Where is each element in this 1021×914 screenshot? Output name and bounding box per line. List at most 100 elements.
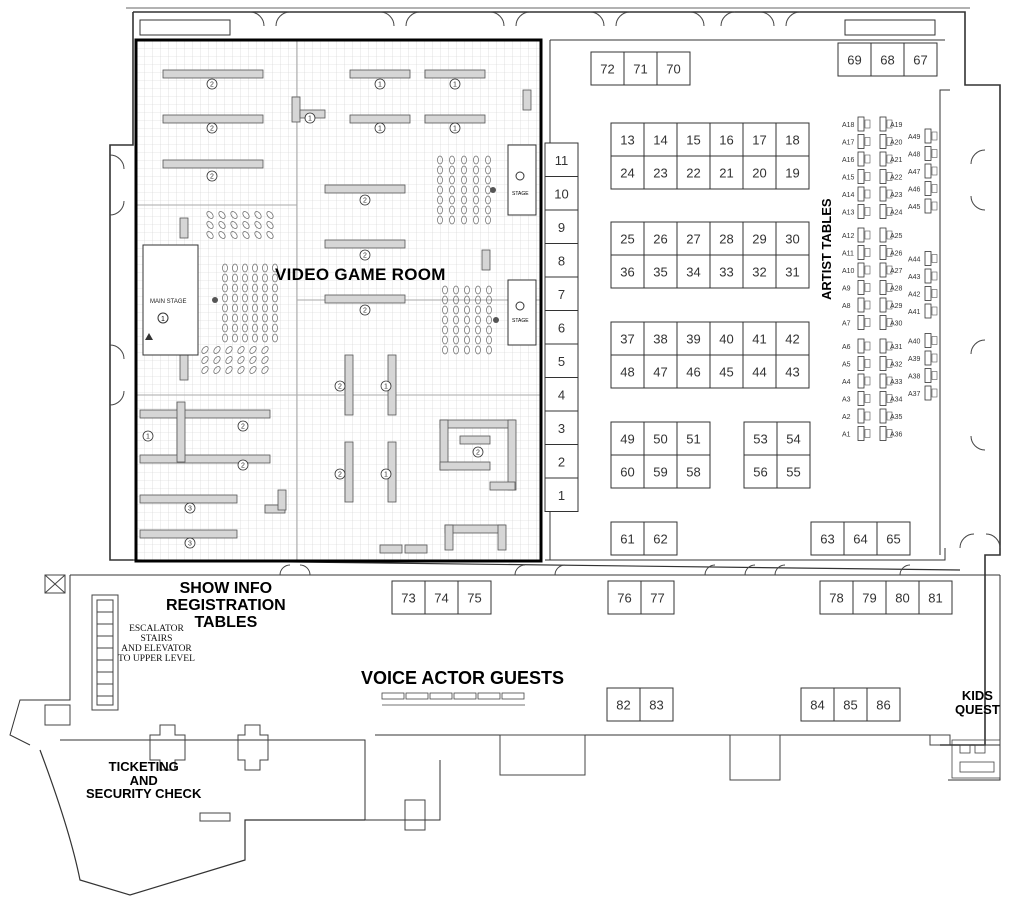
booth-85[interactable]: 85 xyxy=(833,687,868,722)
booth-6[interactable]: 6 xyxy=(544,310,579,345)
booth-25[interactable]: 25 xyxy=(610,221,645,256)
artist-table-A32[interactable]: A32 xyxy=(879,356,903,371)
artist-table-A18[interactable]: A18 xyxy=(842,116,871,132)
artist-table-A45[interactable]: A45 xyxy=(908,198,938,214)
booth-18[interactable]: 18 xyxy=(775,122,810,157)
booth-34[interactable]: 34 xyxy=(676,254,711,289)
booth-50[interactable]: 50 xyxy=(643,421,678,456)
artist-table-A20[interactable]: A20 xyxy=(879,134,903,149)
booth-47[interactable]: 47 xyxy=(643,354,678,389)
booth-51[interactable]: 51 xyxy=(676,421,711,456)
booth-83[interactable]: 83 xyxy=(639,687,674,722)
booth-46[interactable]: 46 xyxy=(676,354,711,389)
booth-69[interactable]: 69 xyxy=(837,42,872,77)
artist-table-A41[interactable]: A41 xyxy=(908,303,938,319)
booth-72[interactable]: 72 xyxy=(590,51,625,86)
booth-55[interactable]: 55 xyxy=(776,454,811,489)
artist-table-A46[interactable]: A46 xyxy=(908,181,938,196)
artist-table-A42[interactable]: A42 xyxy=(908,286,938,301)
artist-table-A6[interactable]: A6 xyxy=(842,338,871,354)
booth-63[interactable]: 63 xyxy=(810,521,845,556)
artist-table-A31[interactable]: A31 xyxy=(879,338,903,354)
artist-table-A24[interactable]: A24 xyxy=(879,204,903,219)
booth-84[interactable]: 84 xyxy=(800,687,835,722)
booth-36[interactable]: 36 xyxy=(610,254,645,289)
booth-10[interactable]: 10 xyxy=(544,176,579,211)
booth-59[interactable]: 59 xyxy=(643,454,678,489)
booth-75[interactable]: 75 xyxy=(457,580,492,615)
artist-table-A8[interactable]: A8 xyxy=(842,297,871,313)
booth-54[interactable]: 54 xyxy=(776,421,811,456)
artist-table-A17[interactable]: A17 xyxy=(842,134,871,149)
booth-33[interactable]: 33 xyxy=(709,254,744,289)
artist-table-A28[interactable]: A28 xyxy=(879,280,903,295)
booth-79[interactable]: 79 xyxy=(852,580,887,615)
artist-table-A12[interactable]: A12 xyxy=(842,227,871,243)
artist-table-A49[interactable]: A49 xyxy=(908,128,938,144)
booth-76[interactable]: 76 xyxy=(607,580,642,615)
booth-56[interactable]: 56 xyxy=(743,454,778,489)
artist-table-A38[interactable]: A38 xyxy=(908,368,938,383)
booth-16[interactable]: 16 xyxy=(709,122,744,157)
booth-80[interactable]: 80 xyxy=(885,580,920,615)
artist-table-A36[interactable]: A36 xyxy=(879,426,903,441)
booth-68[interactable]: 68 xyxy=(870,42,905,77)
booth-82[interactable]: 82 xyxy=(606,687,641,722)
booth-39[interactable]: 39 xyxy=(676,321,711,356)
booth-78[interactable]: 78 xyxy=(819,580,854,615)
booth-13[interactable]: 13 xyxy=(610,122,645,157)
artist-table-A27[interactable]: A27 xyxy=(879,262,903,278)
artist-table-A5[interactable]: A5 xyxy=(842,356,871,371)
booth-4[interactable]: 4 xyxy=(544,377,579,412)
booth-3[interactable]: 3 xyxy=(544,410,579,445)
booth-30[interactable]: 30 xyxy=(775,221,810,256)
booth-29[interactable]: 29 xyxy=(742,221,777,256)
artist-table-A2[interactable]: A2 xyxy=(842,408,871,424)
booth-41[interactable]: 41 xyxy=(742,321,777,356)
booth-61[interactable]: 61 xyxy=(610,521,645,556)
booth-49[interactable]: 49 xyxy=(610,421,645,456)
booth-26[interactable]: 26 xyxy=(643,221,678,256)
booth-9[interactable]: 9 xyxy=(544,209,579,244)
booth-53[interactable]: 53 xyxy=(743,421,778,456)
booth-17[interactable]: 17 xyxy=(742,122,777,157)
artist-table-A15[interactable]: A15 xyxy=(842,169,871,184)
booth-74[interactable]: 74 xyxy=(424,580,459,615)
artist-table-A29[interactable]: A29 xyxy=(879,297,903,313)
artist-table-A33[interactable]: A33 xyxy=(879,373,903,389)
booth-27[interactable]: 27 xyxy=(676,221,711,256)
booth-11[interactable]: 11 xyxy=(544,142,579,177)
booth-7[interactable]: 7 xyxy=(544,276,579,311)
artist-table-A1[interactable]: A1 xyxy=(842,426,871,441)
artist-table-A37[interactable]: A37 xyxy=(908,385,938,401)
booth-23[interactable]: 23 xyxy=(643,155,678,190)
artist-table-A11[interactable]: A11 xyxy=(842,245,871,260)
artist-table-A48[interactable]: A48 xyxy=(908,146,938,161)
artist-table-A25[interactable]: A25 xyxy=(879,227,903,243)
booth-35[interactable]: 35 xyxy=(643,254,678,289)
artist-table-A26[interactable]: A26 xyxy=(879,245,903,260)
booth-67[interactable]: 67 xyxy=(903,42,938,77)
artist-table-A23[interactable]: A23 xyxy=(879,186,903,202)
artist-table-A3[interactable]: A3 xyxy=(842,391,871,406)
booth-38[interactable]: 38 xyxy=(643,321,678,356)
booth-5[interactable]: 5 xyxy=(544,343,579,378)
artist-table-A40[interactable]: A40 xyxy=(908,333,938,348)
booth-37[interactable]: 37 xyxy=(610,321,645,356)
artist-table-A21[interactable]: A21 xyxy=(879,151,903,167)
booth-81[interactable]: 81 xyxy=(918,580,953,615)
booth-71[interactable]: 71 xyxy=(623,51,658,86)
artist-table-A13[interactable]: A13 xyxy=(842,204,871,219)
artist-table-A39[interactable]: A39 xyxy=(908,350,938,366)
artist-table-A7[interactable]: A7 xyxy=(842,315,871,330)
artist-table-A16[interactable]: A16 xyxy=(842,151,871,167)
artist-table-A19[interactable]: A19 xyxy=(879,116,903,132)
artist-table-A4[interactable]: A4 xyxy=(842,373,871,389)
booth-24[interactable]: 24 xyxy=(610,155,645,190)
artist-table-A47[interactable]: A47 xyxy=(908,163,938,179)
booth-40[interactable]: 40 xyxy=(709,321,744,356)
booth-45[interactable]: 45 xyxy=(709,354,744,389)
artist-table-A43[interactable]: A43 xyxy=(908,268,938,284)
booth-62[interactable]: 62 xyxy=(643,521,678,556)
booth-70[interactable]: 70 xyxy=(656,51,691,86)
